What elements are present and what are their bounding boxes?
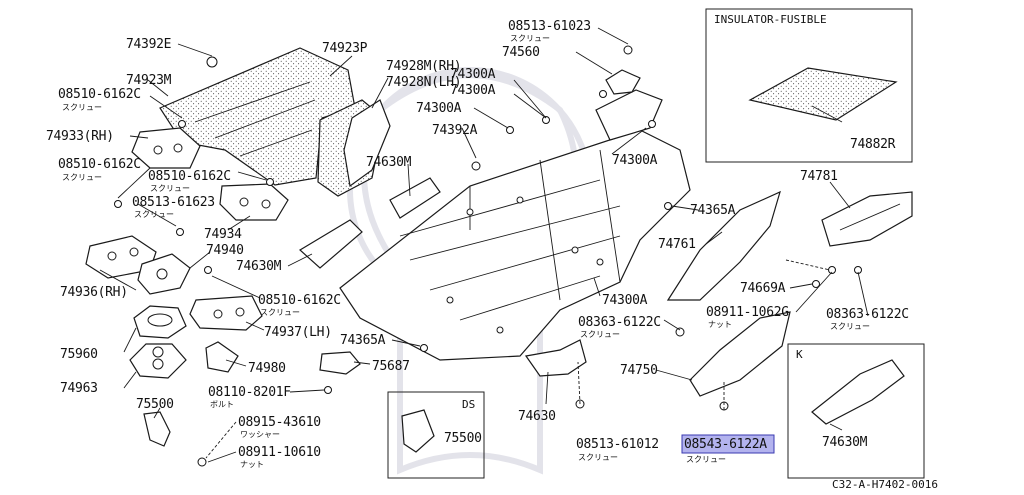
label-74630M-a[interactable]: 74630M <box>366 155 412 170</box>
sublabel-screw: スクリュー <box>510 34 550 43</box>
label-75687[interactable]: 75687 <box>372 359 410 374</box>
tunnel-74560[interactable] <box>595 69 663 141</box>
bracket-75500[interactable] <box>143 411 171 447</box>
k-box-title: K <box>796 348 803 361</box>
label-74750[interactable]: 74750 <box>620 363 658 378</box>
ds-box-title: DS <box>462 398 475 411</box>
sublabel-screw: スクリュー <box>150 184 190 193</box>
label-74365A-a[interactable]: 74365A <box>690 203 736 218</box>
bracket-74980[interactable] <box>205 341 239 373</box>
label-74300A-3[interactable]: 74300A <box>416 101 462 116</box>
label-74761[interactable]: 74761 <box>658 237 696 252</box>
label-08510-6162C-d[interactable]: 08510-6162C <box>258 293 341 308</box>
k-box <box>787 343 925 479</box>
label-74937LH[interactable]: 74937(LH) <box>264 325 332 340</box>
label-08510-6162C-a[interactable]: 08510-6162C <box>58 87 141 102</box>
sublabel-screw: スクリュー <box>62 103 102 112</box>
mount-74963[interactable] <box>129 343 187 379</box>
insulator-fusible-box <box>705 8 913 163</box>
label-74300A-2[interactable]: 74300A <box>450 83 496 98</box>
fasteners <box>114 45 862 467</box>
bracket-74933[interactable] <box>131 127 201 169</box>
heat-insulator-74750[interactable] <box>689 311 791 397</box>
insulator-fusible-title: INSULATOR-FUSIBLE <box>714 13 827 26</box>
label-08513-61012[interactable]: 08513-61012 <box>576 437 659 452</box>
bracket-74937[interactable] <box>189 295 263 331</box>
label-08513-61623[interactable]: 08513-61623 <box>132 195 215 210</box>
label-74980[interactable]: 74980 <box>248 361 286 376</box>
part-labels: 74392E 74923P 74923M 08510-6162C スクリュー 7… <box>46 13 938 491</box>
sublabel-nut: ナット <box>708 320 732 329</box>
label-74669A[interactable]: 74669A <box>740 281 786 296</box>
label-75960[interactable]: 75960 <box>60 347 98 362</box>
sublabel-screw: スクリュー <box>260 308 300 317</box>
sublabel-screw: スクリュー <box>62 173 102 182</box>
sublabel-screw: スクリュー <box>134 210 174 219</box>
label-highlighted-part[interactable]: 08543-6122A <box>684 437 768 452</box>
label-08110-8201F[interactable]: 08110-8201F <box>208 385 292 400</box>
label-08911-1062G[interactable]: 08911-1062G <box>706 305 790 320</box>
k-side-member[interactable] <box>811 359 905 425</box>
sublabel-screw: スクリュー <box>578 453 618 462</box>
highlighted-part-box[interactable] <box>681 434 775 454</box>
label-08510-6162C-b[interactable]: 08510-6162C <box>58 157 141 172</box>
leader-lines <box>99 27 869 463</box>
label-08510-6162C-c[interactable]: 08510-6162C <box>148 169 231 184</box>
label-74560[interactable]: 74560 <box>502 45 540 60</box>
wheel-arch-74928[interactable] <box>343 99 391 188</box>
label-74630M-k[interactable]: 74630M <box>822 435 868 450</box>
label-08363-6122C-a[interactable]: 08363-6122C <box>578 315 661 330</box>
label-74934[interactable]: 74934 <box>204 227 242 242</box>
label-75500-ds[interactable]: 75500 <box>444 431 482 446</box>
label-74630[interactable]: 74630 <box>518 409 556 424</box>
bracket-75687[interactable] <box>319 351 361 375</box>
label-74300A-1[interactable]: 74300A <box>450 67 496 82</box>
ds-box <box>387 391 485 479</box>
insulator-fusible-74882R[interactable] <box>748 67 898 121</box>
label-74936RH[interactable]: 74936(RH) <box>60 285 128 300</box>
label-74940[interactable]: 74940 <box>206 243 244 258</box>
figure-code: C32-A-H7402-0016 <box>832 478 938 491</box>
label-74923P[interactable]: 74923P <box>322 41 368 56</box>
label-08513-61023[interactable]: 08513-61023 <box>508 19 591 34</box>
floor-pan[interactable] <box>339 129 691 361</box>
label-74365A-b[interactable]: 74365A <box>340 333 386 348</box>
label-74392E[interactable]: 74392E <box>126 37 171 52</box>
sublabel-bolt: ボルト <box>210 400 234 409</box>
side-member-74630M[interactable] <box>298 177 441 269</box>
ds-bracket[interactable] <box>401 409 435 453</box>
sublabel-nut: ナット <box>240 460 264 469</box>
heat-insulator-74781[interactable] <box>821 191 913 247</box>
label-75500[interactable]: 75500 <box>136 397 174 412</box>
mount-75960[interactable] <box>133 305 187 339</box>
bracket-74630[interactable] <box>524 339 587 377</box>
label-08915-43610[interactable]: 08915-43610 <box>238 415 321 430</box>
label-74928N[interactable]: 74928N(LH) <box>386 75 462 90</box>
bracket-74934[interactable] <box>219 183 289 221</box>
label-74300A-4[interactable]: 74300A <box>612 153 658 168</box>
label-08363-6122C-b[interactable]: 08363-6122C <box>826 307 909 322</box>
bracket-74940[interactable] <box>137 253 191 295</box>
sublabel-screw: スクリュー <box>580 330 620 339</box>
label-74923M[interactable]: 74923M <box>126 73 172 88</box>
sublabel-screw: スクリュー <box>830 322 870 331</box>
label-74933RH[interactable]: 74933(RH) <box>46 129 114 144</box>
label-74781[interactable]: 74781 <box>800 169 838 184</box>
label-74392A[interactable]: 74392A <box>432 123 478 138</box>
label-74300A-5[interactable]: 74300A <box>602 293 648 308</box>
label-74963[interactable]: 74963 <box>60 381 98 396</box>
label-08911-10610[interactable]: 08911-10610 <box>238 445 321 460</box>
label-74928M[interactable]: 74928M(RH) <box>386 59 462 74</box>
sublabel-screw: スクリュー <box>686 455 726 464</box>
sublabel-washer: ワッシャー <box>240 430 280 439</box>
label-74882R[interactable]: 74882R <box>850 137 896 152</box>
label-74630M-b[interactable]: 74630M <box>236 259 282 274</box>
